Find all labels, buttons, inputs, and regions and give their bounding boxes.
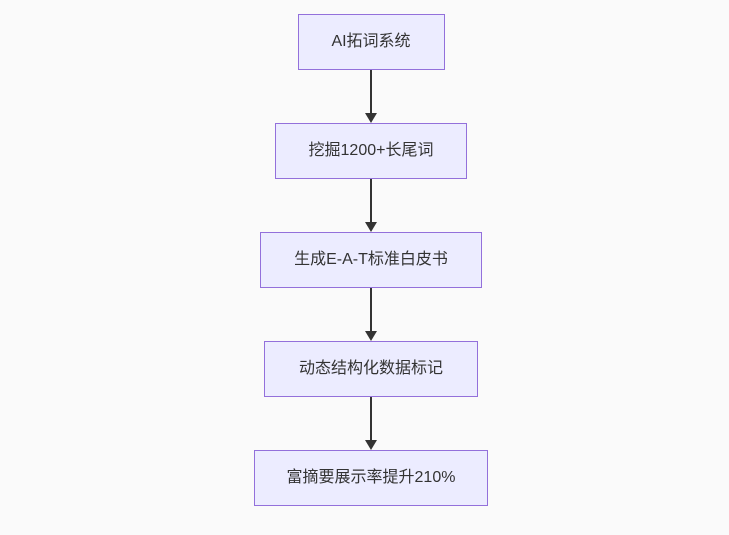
flow-node-ai-keyword-system: AI拓词系统 — [297, 14, 445, 70]
flow-node-label: 挖掘1200+长尾词 — [308, 142, 434, 159]
arrowhead-down-icon — [365, 113, 377, 123]
arrow-line — [370, 70, 372, 114]
flow-edge-1 — [365, 70, 377, 123]
flow-node-longtail-mining: 挖掘1200+长尾词 — [275, 123, 467, 179]
flow-node-structured-data-markup: 动态结构化数据标记 — [264, 341, 478, 397]
flowchart: AI拓词系统 挖掘1200+长尾词 生成E-A-T标准白皮书 动态结构化数据标记 — [254, 14, 488, 506]
flow-edge-3 — [365, 288, 377, 341]
arrow-line — [370, 179, 372, 223]
flow-edge-4 — [365, 397, 377, 450]
flow-edge-2 — [365, 179, 377, 232]
arrowhead-down-icon — [365, 440, 377, 450]
flow-node-eat-whitepaper: 生成E-A-T标准白皮书 — [260, 232, 482, 288]
flow-node-label: AI拓词系统 — [331, 33, 411, 50]
flow-node-label: 动态结构化数据标记 — [298, 360, 443, 377]
flow-node-label: 富摘要展示率提升210% — [286, 469, 456, 486]
arrow-line — [370, 288, 372, 332]
arrowhead-down-icon — [365, 331, 377, 341]
flow-node-label: 生成E-A-T标准白皮书 — [294, 251, 448, 268]
flow-node-rich-snippet-result: 富摘要展示率提升210% — [254, 450, 488, 506]
arrow-line — [370, 397, 372, 441]
arrowhead-down-icon — [365, 222, 377, 232]
